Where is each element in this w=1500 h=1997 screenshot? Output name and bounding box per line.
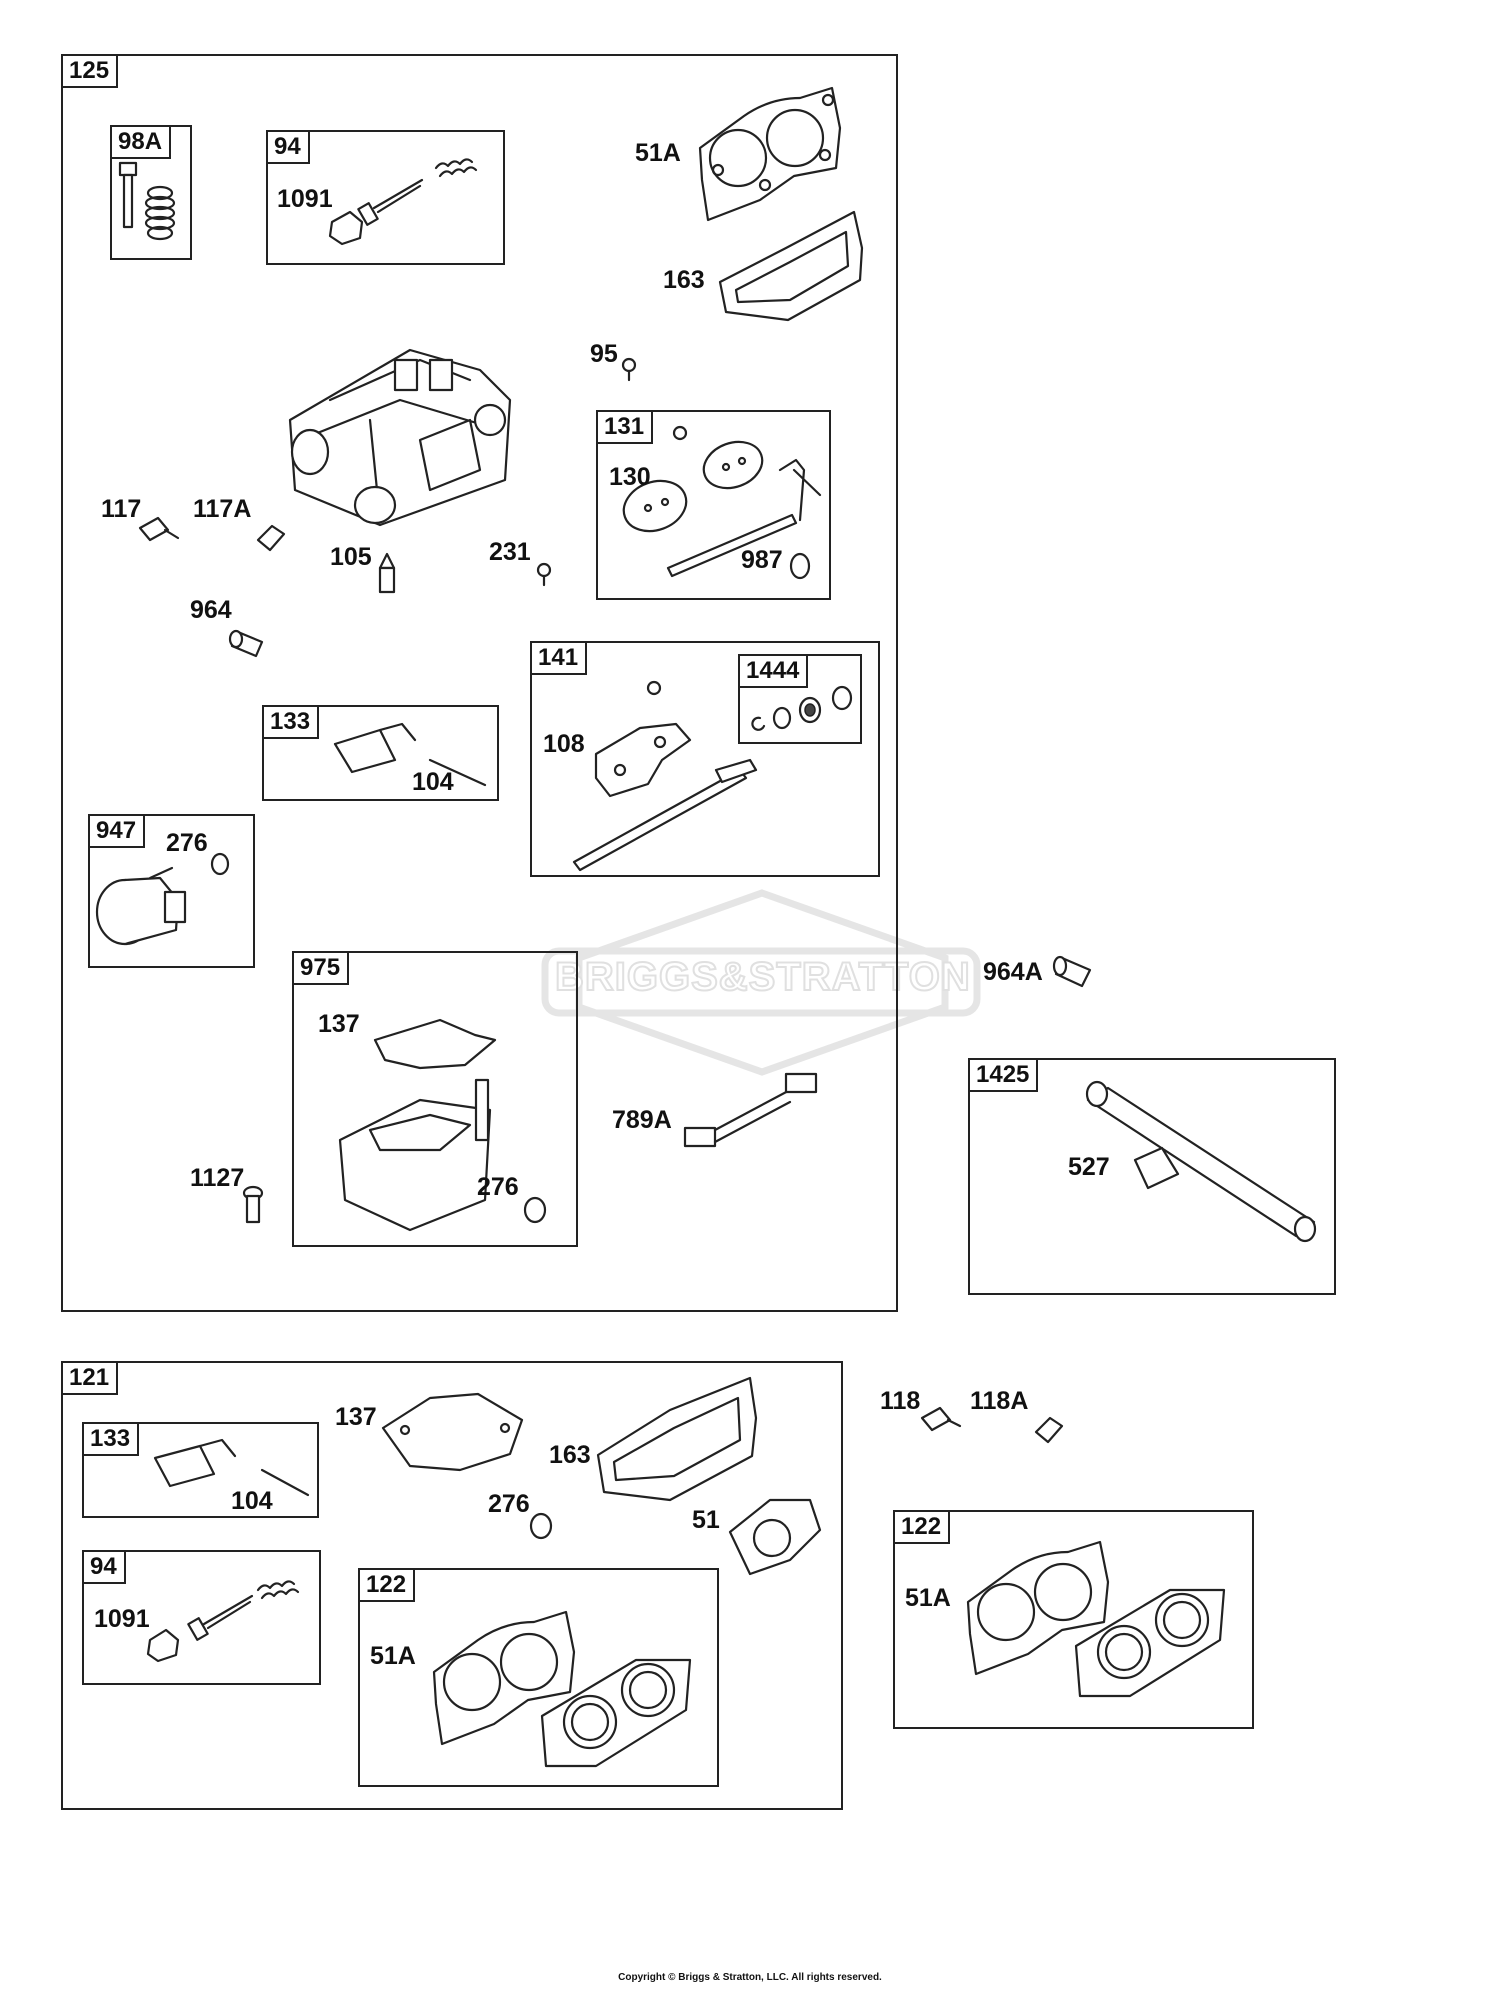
idle-mixture-screw-part-bottom[interactable] [148,1581,298,1661]
ref-tag-94-top[interactable]: 94 [266,130,310,164]
screw-1127-part[interactable] [244,1187,262,1222]
throttle-shaft-kit-part[interactable] [617,427,820,578]
pilot-jet-117a-part[interactable] [258,526,284,550]
sleeve-964a-part[interactable] [1054,957,1090,986]
pilot-jet-117-part[interactable] [140,518,178,540]
label-118[interactable]: 118 [880,1387,921,1415]
label-104-bottom[interactable]: 104 [231,1487,273,1515]
label-95[interactable]: 95 [590,340,618,368]
label-964[interactable]: 964 [190,596,232,624]
label-117a[interactable]: 117A [193,495,252,523]
label-108[interactable]: 108 [543,730,585,758]
ref-tag-98a[interactable]: 98A [110,125,172,159]
label-105[interactable]: 105 [330,543,372,571]
label-527[interactable]: 527 [1068,1153,1110,1181]
ref-tag-125[interactable]: 125 [61,54,119,88]
ref-tag-131[interactable]: 131 [596,410,654,444]
ref-tag-122-right[interactable]: 122 [893,1510,951,1544]
watermark-text: BRIGGS&STRATTON [554,954,971,1000]
kit-122-left-box: 122 [358,1568,719,1787]
label-163-bottom[interactable]: 163 [549,1441,591,1469]
gasket-51a-top-part[interactable] [700,88,840,220]
label-130[interactable]: 130 [609,463,651,491]
gasket-51-part[interactable] [730,1500,820,1574]
fuel-bowl-975-part[interactable] [340,1020,545,1230]
label-51[interactable]: 51 [692,1506,720,1534]
ref-tag-975[interactable]: 975 [292,951,350,985]
tube-527-part[interactable] [1087,1082,1315,1241]
kit-94-top-box: 94 [266,130,505,265]
copyright-notice: Copyright © Briggs & Stratton, LLC. All … [618,1972,882,1983]
wire-harness-789a-part[interactable] [685,1074,816,1146]
main-jet-118a-part[interactable] [1036,1418,1062,1442]
label-964a[interactable]: 964A [983,958,1043,986]
kit-975-box: 975 [292,951,578,1247]
ref-tag-1444[interactable]: 1444 [738,654,809,688]
label-117[interactable]: 117 [101,495,142,523]
main-jet-118-part[interactable] [922,1408,960,1430]
label-1127[interactable]: 1127 [190,1164,245,1192]
bolt-with-spring-part[interactable] [120,163,174,239]
label-51a-right[interactable]: 51A [905,1584,951,1612]
screw-231-part[interactable] [538,564,550,585]
label-137-bottom[interactable]: 137 [335,1403,377,1431]
idle-mixture-screw-part-top[interactable] [330,159,476,244]
ref-tag-947[interactable]: 947 [88,814,146,848]
float-133-bottom-part[interactable] [155,1440,308,1495]
label-163-top[interactable]: 163 [663,266,705,294]
ref-tag-1425[interactable]: 1425 [968,1058,1039,1092]
assembly-121-box: 121 [61,1361,843,1810]
label-276-top[interactable]: 276 [166,829,208,857]
gasket-51a-left-part[interactable] [434,1612,574,1744]
kit-94-bottom-box: 94 [82,1550,321,1685]
choke-shaft-kit-part[interactable] [574,682,756,870]
label-789a[interactable]: 789A [612,1106,672,1134]
kit-947-box: 947 [88,814,255,968]
label-987[interactable]: 987 [741,546,783,574]
kit-133-top-box: 133 [262,705,499,801]
seal-kit-1444-part[interactable] [752,687,851,730]
label-231[interactable]: 231 [489,538,531,566]
needle-105-part[interactable] [380,554,394,592]
label-118a[interactable]: 118A [970,1387,1029,1415]
kit-1425-box: 1425 [968,1058,1336,1295]
label-51a-top[interactable]: 51A [635,139,681,167]
fuel-solenoid-947-part[interactable] [97,854,228,944]
adapter-plate-left-part[interactable] [542,1660,690,1766]
kit-122-right-box: 122 [893,1510,1254,1729]
carburetor-body-part[interactable] [290,350,510,525]
label-276-bottom[interactable]: 276 [488,1490,530,1518]
kit-133-bottom-box: 133 [82,1422,319,1518]
gasket-163-bottom-part[interactable] [598,1378,756,1500]
gasket-163-top-part[interactable] [720,212,862,320]
adapter-plate-right-part[interactable] [1076,1590,1224,1696]
label-137-top[interactable]: 137 [318,1010,360,1038]
gasket-137-bottom-part[interactable] [383,1394,522,1470]
label-276-mid[interactable]: 276 [477,1173,519,1201]
screw-95-part[interactable] [623,359,635,380]
label-51a-mid[interactable]: 51A [370,1642,416,1670]
kit-98a-box: 98A [110,125,192,260]
ref-tag-133-bottom[interactable]: 133 [82,1422,140,1456]
sleeve-964-part[interactable] [230,631,262,656]
ref-tag-122-left[interactable]: 122 [358,1568,416,1602]
gasket-51a-right-part[interactable] [968,1542,1108,1674]
assembly-125-box: 125 [61,54,898,1312]
label-1091-bottom[interactable]: 1091 [94,1605,150,1633]
kit-1444-box: 1444 [738,654,862,744]
label-1091-top[interactable]: 1091 [277,185,333,213]
ref-tag-133-top[interactable]: 133 [262,705,320,739]
ref-tag-94-bottom[interactable]: 94 [82,1550,126,1584]
ref-tag-141[interactable]: 141 [530,641,588,675]
ref-tag-121[interactable]: 121 [61,1361,119,1395]
label-104-top[interactable]: 104 [412,768,454,796]
o-ring-276-bottom-part[interactable] [531,1514,551,1538]
float-133-top-part[interactable] [335,724,485,785]
kit-141-box: 141 [530,641,880,877]
kit-131-box: 131 [596,410,831,600]
